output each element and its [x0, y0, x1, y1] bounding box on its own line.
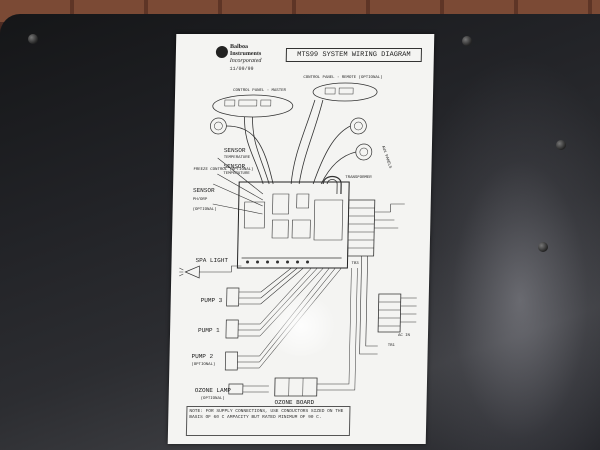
ozone-lamp-optional-label: (OPTIONAL): [201, 396, 225, 401]
ozone-board-label: OZONE BOARD: [275, 399, 315, 406]
wiring-diagram-sticker: Balboa Instruments Incorporated 11/09/99…: [167, 34, 435, 444]
sensor-2-label: SENSOR: [223, 163, 245, 170]
temperature-2-label: TEMPERATURE: [223, 172, 250, 176]
ozone-board: [274, 268, 358, 397]
pump-2-optional-label: (OPTIONAL): [191, 362, 215, 367]
ac-in-label: AC IN: [398, 334, 411, 338]
ph-optional-label: (OPTIONAL): [193, 207, 217, 212]
pump-2-label: PUMP 2: [191, 353, 213, 360]
transformer-label: TRANSFORMER: [345, 176, 372, 180]
wiring-diagram: CONTROL PANEL - MASTER CONTROL PANEL - R…: [179, 75, 417, 406]
control-panel-remote: [312, 82, 378, 102]
pump-3-label: PUMP 3: [201, 297, 223, 304]
spa-light-label: SPA LIGHT: [195, 257, 228, 264]
sensor-1-label: SENSOR: [224, 147, 246, 154]
freeze-control-label: FREEZE CONTROL (OPTIONAL): [193, 167, 253, 172]
control-panel-master-label: CONTROL PANEL - MASTER: [233, 89, 286, 93]
screw-icon: [462, 36, 472, 46]
sensor-section: SENSOR TEMPERATURE SENSOR TEMPERATURE FR…: [193, 147, 264, 215]
tb1-label: TB1: [388, 344, 396, 348]
screw-icon: [538, 242, 548, 252]
ph-orp-label: PH/ORP: [193, 197, 208, 202]
pump-1-label: PUMP 1: [198, 327, 220, 334]
control-panel-master: [212, 94, 294, 118]
sensor-ph-label: SENSOR: [193, 187, 215, 194]
pump-3: [226, 267, 304, 307]
aux-panels-label: AUX PANELS: [380, 145, 392, 169]
light-reflection: [400, 54, 600, 450]
transformer: [322, 175, 342, 194]
supply-connection-note: NOTE: FOR SUPPLY CONNECTIONS, USE CONDUC…: [185, 406, 351, 436]
ozone-lamp-label: OZONE LAMP: [195, 387, 232, 394]
screw-icon: [556, 140, 566, 150]
temperature-1-label: TEMPERATURE: [224, 156, 251, 160]
panel-cables: [226, 99, 356, 185]
ozone-lamp: [228, 383, 269, 395]
terminal-block-tb1: [359, 256, 417, 355]
screw-icon: [28, 34, 38, 44]
spa-light: [179, 265, 242, 279]
control-panel-remote-label: CONTROL PANEL - REMOTE (OPTIONAL): [303, 75, 382, 80]
terminal-block-tb3: [347, 199, 405, 257]
tb3-label: TB3: [351, 262, 359, 266]
